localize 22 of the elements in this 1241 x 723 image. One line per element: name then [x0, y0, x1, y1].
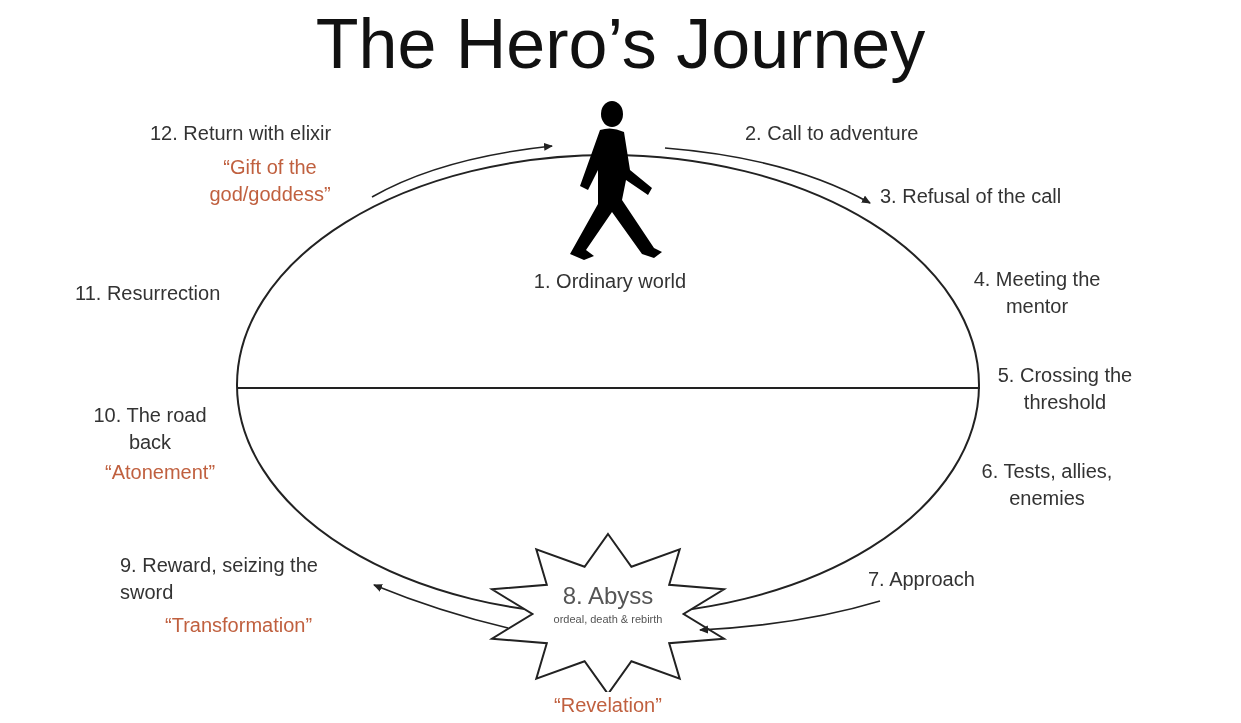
- stage-label: 7. Approach: [868, 567, 976, 592]
- stage-description: ordeal, death & rebirth: [552, 612, 664, 627]
- stage-label: 9. Reward, seizing the sword: [120, 553, 319, 605]
- stage-label: 2. Call to adventure: [745, 121, 920, 146]
- arrow: [699, 600, 881, 634]
- stage-label: 6. Tests, allies, enemies: [980, 459, 1114, 511]
- arrow: [373, 584, 509, 629]
- stage-label: 1. Ordinary world: [532, 269, 688, 294]
- stage-label: 4. Meeting the mentor: [972, 267, 1102, 319]
- title: The Hero’s Journey: [314, 4, 927, 85]
- stage-label: 5. Crossing the threshold: [996, 363, 1134, 415]
- stage-label: 12. Return with elixir: [150, 121, 333, 146]
- stage-label: 3. Refusal of the call: [880, 184, 1063, 209]
- theme-quote: “Gift of the god/goddess”: [208, 155, 332, 207]
- stage-label: 11. Resurrection: [75, 281, 222, 306]
- arrow: [664, 147, 871, 204]
- theme-quote: “Revelation”: [553, 693, 663, 718]
- stage-label: 10. The road back: [92, 403, 208, 455]
- stage-title: 8. Abyss: [561, 582, 655, 610]
- arrow: [371, 142, 553, 198]
- theme-quote: “Transformation”: [165, 613, 314, 638]
- theme-quote: “Atonement”: [105, 460, 217, 485]
